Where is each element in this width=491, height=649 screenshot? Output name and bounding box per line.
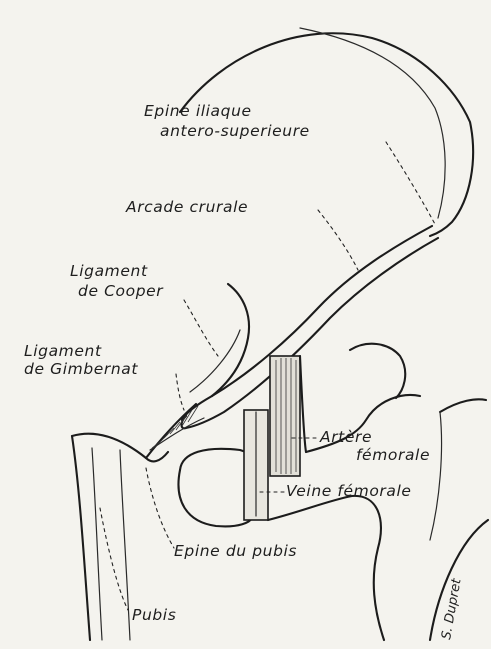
femoral-vein (244, 410, 268, 520)
obturator-lower (179, 470, 253, 526)
pubic-ramus-lower (268, 496, 384, 640)
leader-cooper (184, 300, 218, 356)
symphysis-line-1 (92, 448, 102, 640)
leader-gimbernat (176, 374, 184, 410)
ligament-cooper (212, 284, 249, 396)
label-ligament-gimbernat-2: de Gimbernat (24, 360, 138, 378)
label-ligament-cooper-2: de Cooper (78, 282, 164, 300)
arcade-crurale-band-inner (182, 238, 439, 428)
femoral-artery (270, 356, 300, 476)
label-veine-femorale: Veine fémorale (286, 482, 412, 500)
label-ligament-cooper-1: Ligament (70, 262, 148, 280)
leader-epine-iliaque (386, 142, 436, 226)
label-artere-femorale-2: fémorale (356, 446, 430, 464)
label-pubis: Pubis (132, 606, 176, 624)
leader-arcade-crurale (318, 210, 358, 270)
obturator-outline (180, 449, 246, 470)
pelvis-right-edge (440, 399, 486, 412)
symphysis-line-2 (120, 450, 130, 640)
label-artere-femorale-1: Artère (319, 428, 372, 446)
iliac-crest-inner (300, 28, 445, 218)
leader-epine-pubis (146, 468, 174, 548)
label-epine-pubis: Epine du pubis (174, 542, 297, 560)
label-epine-iliaque-2: antero-superieure (160, 122, 310, 140)
ligament-gimbernat (146, 404, 204, 458)
pubis-lower (72, 436, 90, 640)
label-epine-iliaque-1: Epine iliaque (144, 102, 252, 120)
pelvis-right-edge-3 (430, 412, 442, 540)
label-ligament-gimbernat-1: Ligament (24, 342, 102, 360)
label-arcade-crurale: Arcade crurale (125, 198, 248, 216)
femur-head-region (350, 344, 405, 398)
